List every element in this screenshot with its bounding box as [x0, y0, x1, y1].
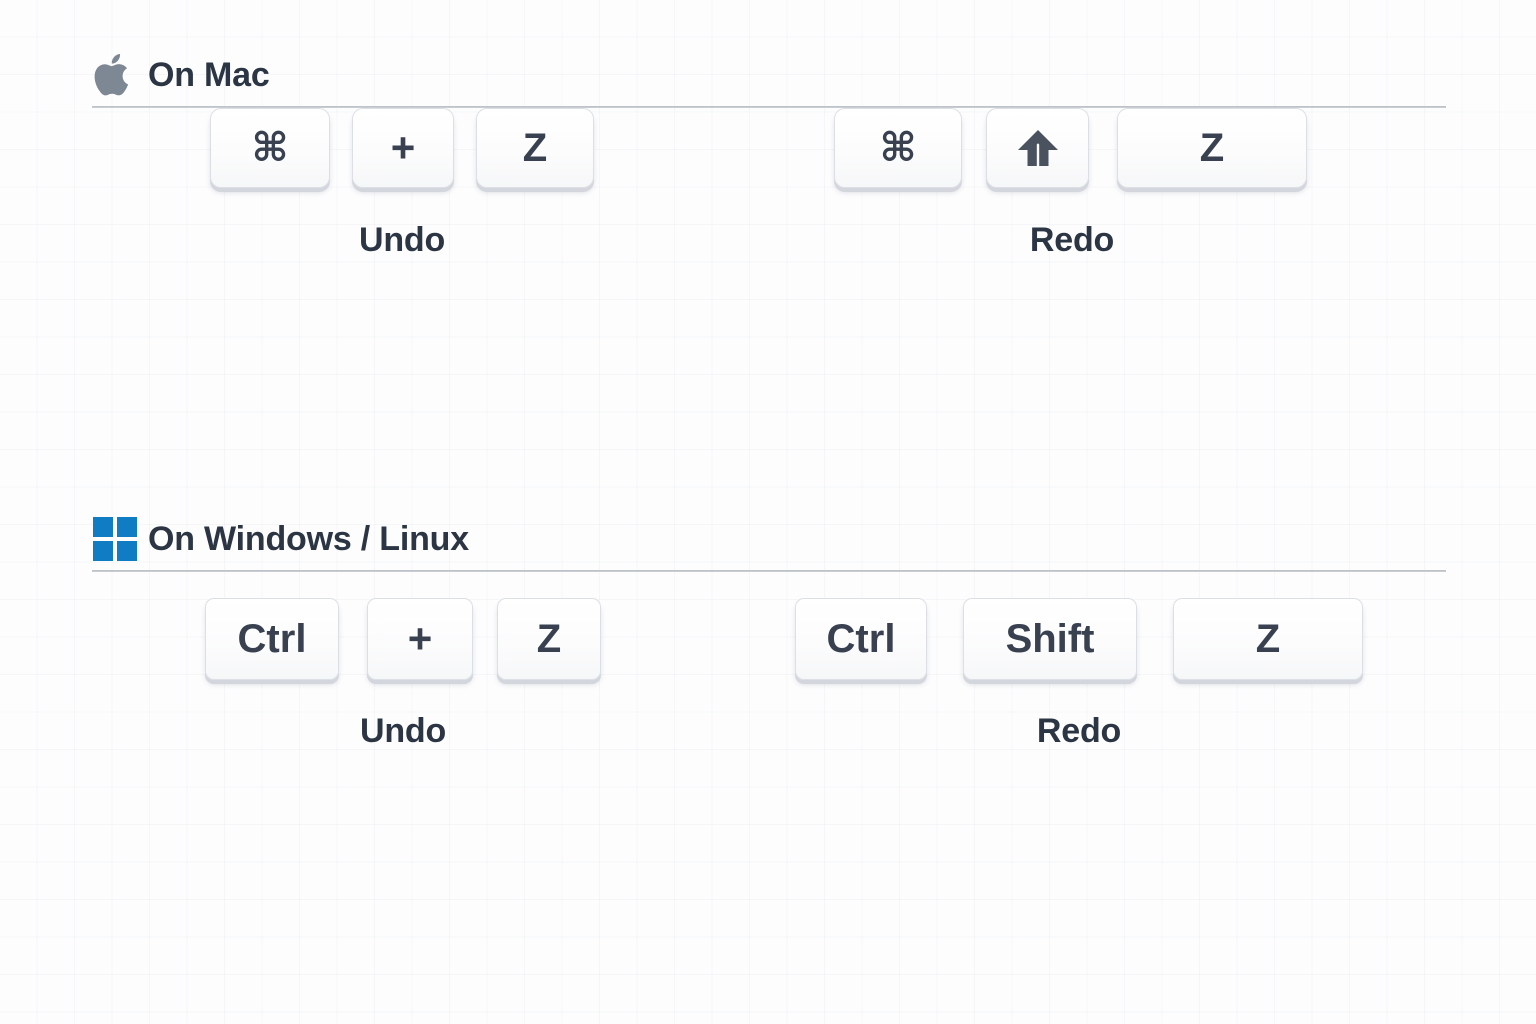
- key-row: Ctrl + Z: [205, 598, 601, 680]
- section-title: On Windows / Linux: [148, 520, 469, 558]
- windows-logo-cell: [117, 517, 137, 537]
- shortcut-label-undo: Undo: [359, 712, 447, 750]
- windows-logo-cell: [93, 541, 113, 561]
- shortcut-combo-mac-redo: ⌘ Z Redo: [834, 108, 1310, 260]
- shortcut-combo-windows-undo: Ctrl + Z Undo: [205, 598, 601, 751]
- mac-shortcuts-group: ⌘ + Z Undo ⌘: [0, 108, 1536, 338]
- shift-key[interactable]: [986, 108, 1089, 188]
- shortcut-label-redo: Redo: [1029, 221, 1115, 259]
- shortcut-combo-windows-redo: Ctrl Shift Z Redo: [795, 598, 1363, 751]
- windows-logo-cell: [93, 517, 113, 537]
- shortcut-combo-mac-undo: ⌘ + Z Undo: [210, 108, 594, 260]
- section-mac-header: On Mac: [92, 44, 1446, 106]
- shortcut-label-redo: Redo: [1036, 712, 1122, 750]
- z-key[interactable]: Z: [476, 108, 594, 188]
- shortcut-label-undo: Undo: [358, 221, 446, 259]
- windows-logo-grid: [93, 517, 137, 561]
- shift-arrow-icon: [1014, 124, 1062, 172]
- plus-key[interactable]: +: [367, 598, 473, 680]
- windows-logo-icon: [92, 516, 138, 562]
- section-mac: On Mac ⌘ + Z Undo: [0, 44, 1536, 338]
- ctrl-key[interactable]: Ctrl: [205, 598, 339, 680]
- windows-logo-cell: [117, 541, 137, 561]
- plus-key[interactable]: +: [352, 108, 454, 188]
- windows-shortcuts-group: Ctrl + Z Undo Ctrl: [0, 572, 1536, 802]
- section-title: On Mac: [148, 56, 270, 94]
- ctrl-key[interactable]: Ctrl: [795, 598, 927, 680]
- z-key[interactable]: Z: [1173, 598, 1363, 680]
- section-divider: [92, 570, 1446, 572]
- shift-key[interactable]: Shift: [963, 598, 1137, 680]
- z-key[interactable]: Z: [1117, 108, 1307, 188]
- z-key[interactable]: Z: [497, 598, 601, 680]
- key-row: Ctrl Shift Z: [795, 598, 1363, 680]
- command-key[interactable]: ⌘: [210, 108, 330, 188]
- apple-logo-icon: [92, 52, 138, 98]
- key-row: ⌘ Z: [834, 108, 1310, 188]
- section-divider: [92, 106, 1446, 108]
- key-row: ⌘ + Z: [210, 108, 594, 188]
- command-key[interactable]: ⌘: [834, 108, 962, 188]
- section-windows-header: On Windows / Linux: [92, 508, 1446, 570]
- section-windows-linux: On Windows / Linux Ctrl + Z Undo: [0, 508, 1536, 802]
